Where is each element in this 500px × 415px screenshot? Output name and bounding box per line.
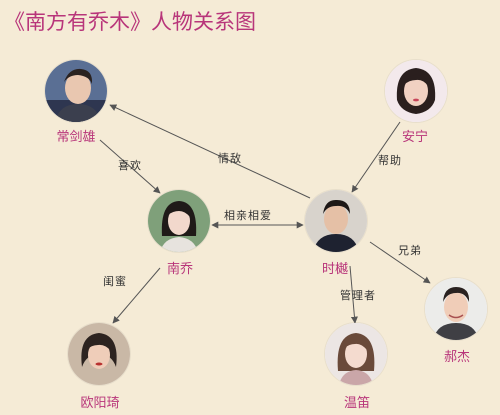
diagram-title: 《南方有乔木》人物关系图	[4, 10, 256, 34]
female-portrait-icon	[68, 323, 130, 385]
name-ouyang-qi: 欧阳琦	[80, 396, 120, 411]
avatar-ouyang-qi	[68, 323, 130, 385]
arrow-xiongdi	[369, 241, 431, 284]
arrow-xihuan	[99, 139, 161, 194]
relation-label-xiongdi: 兄弟	[398, 244, 422, 257]
name-chang-jianxiong: 常剑雄	[56, 130, 96, 145]
relation-label-bangzhu: 帮助	[378, 154, 402, 167]
relation-label-guanlizhe: 管理者	[340, 289, 376, 302]
male-portrait-icon	[305, 190, 367, 252]
female-portrait-icon	[325, 323, 387, 385]
male-portrait-icon	[45, 60, 107, 122]
arrow-bangzhu	[351, 121, 401, 193]
avatar-hao-jie	[425, 278, 487, 340]
relation-label-xihuan: 喜欢	[118, 159, 142, 172]
avatar-an-ning	[385, 60, 447, 122]
male-portrait-icon	[425, 278, 487, 340]
arrow-guanmi	[112, 267, 161, 324]
avatar-chang-jianxiong	[45, 60, 107, 122]
relation-label-qingdi: 情敌	[218, 152, 242, 165]
female-portrait-icon	[148, 190, 210, 252]
relation-label-guanmi: 闺蜜	[103, 275, 127, 288]
name-shi-yu: 时樾	[321, 262, 349, 277]
avatar-shi-yu	[305, 190, 367, 252]
arrow-guanlizhe	[349, 265, 358, 324]
arrow-qingdi	[109, 104, 311, 199]
name-nan-qiao: 南乔	[166, 262, 194, 277]
name-hao-jie: 郝杰	[443, 350, 471, 365]
avatar-nan-qiao	[148, 190, 210, 252]
name-wen-di: 温笛	[343, 396, 371, 411]
name-an-ning: 安宁	[401, 130, 429, 145]
female-portrait-icon	[385, 60, 447, 122]
relation-label-xiangqin-xiangai: 相亲相爱	[224, 209, 272, 222]
avatar-wen-di	[325, 323, 387, 385]
